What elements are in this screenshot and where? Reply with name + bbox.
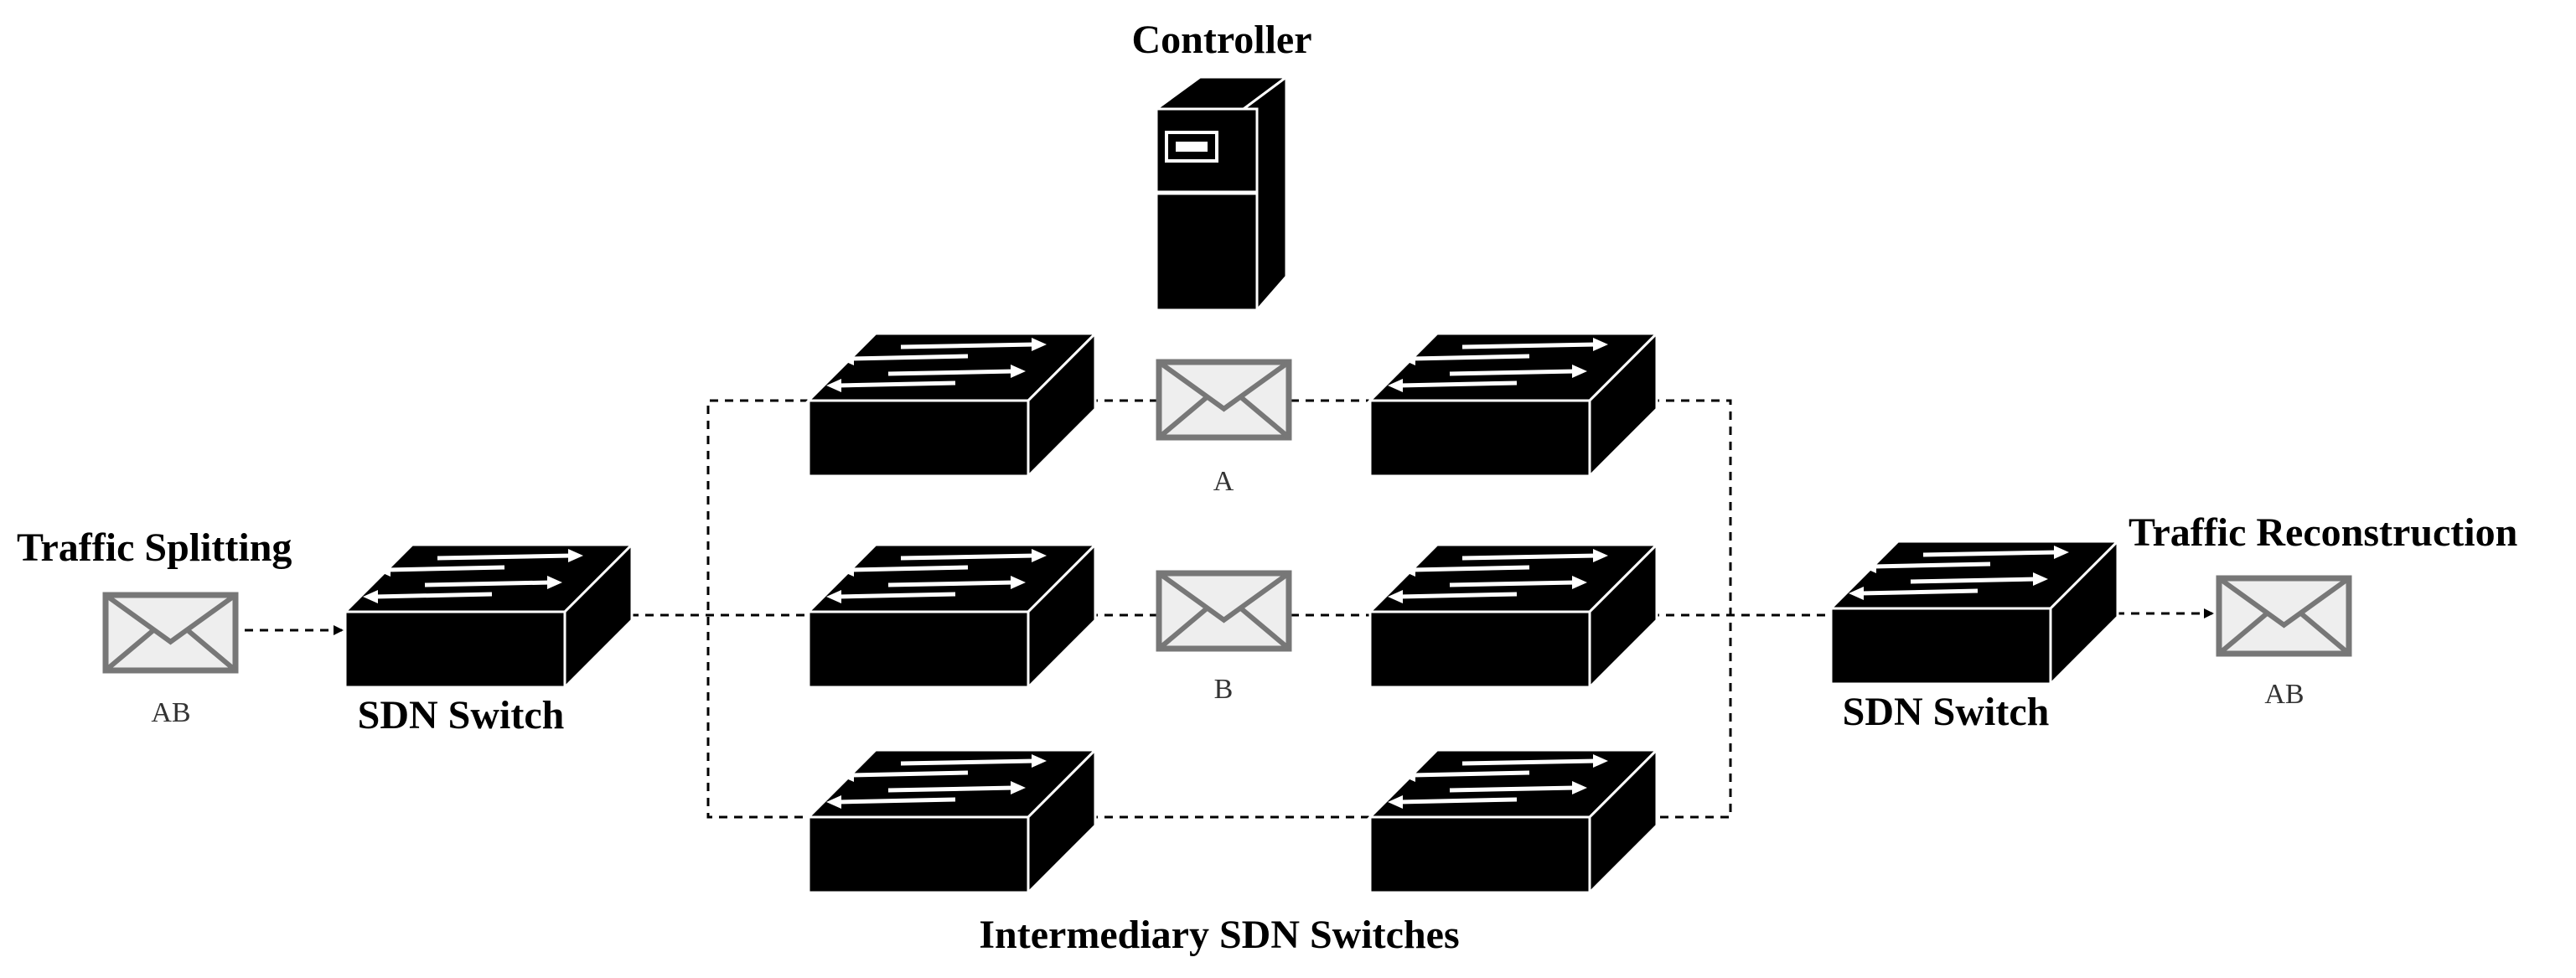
packet-a-label: A (1213, 466, 1234, 497)
switch-top-left-icon (805, 330, 1099, 479)
traffic-splitting-label: Traffic Splitting (17, 525, 292, 570)
switch-mid-right-icon (1367, 541, 1660, 691)
envelope-input-icon (102, 592, 239, 674)
switch-top-right-icon (1367, 330, 1660, 479)
envelopes (102, 359, 2352, 674)
sdn-switch-right-icon (1828, 538, 2121, 687)
switches (342, 330, 2121, 896)
packet-input-label: AB (151, 697, 191, 728)
packet-b-label: B (1213, 674, 1234, 705)
envelope-output-icon (2216, 575, 2352, 657)
link-right-bus (1651, 399, 1732, 819)
packet-output-label: AB (2264, 679, 2304, 710)
switch-mid-left-icon (805, 541, 1099, 691)
links (245, 399, 2214, 819)
switch-bot-right-icon (1367, 747, 1660, 896)
envelope-a-icon (1156, 359, 1292, 441)
sdn-switch-left-icon (342, 541, 635, 691)
sdn-switch-right-label: SDN Switch (1842, 690, 2050, 734)
link-left-bus (706, 399, 809, 819)
switch-bot-left-icon (805, 747, 1099, 896)
sdn-switch-left-label: SDN Switch (357, 693, 565, 737)
controller-label: Controller (1131, 18, 1312, 62)
traffic-reconstruction-label: Traffic Reconstruction (2129, 510, 2518, 555)
controller-server-icon (1152, 75, 1291, 313)
intermediary-label: Intermediary SDN Switches (979, 913, 1460, 957)
envelope-b-icon (1156, 570, 1292, 652)
